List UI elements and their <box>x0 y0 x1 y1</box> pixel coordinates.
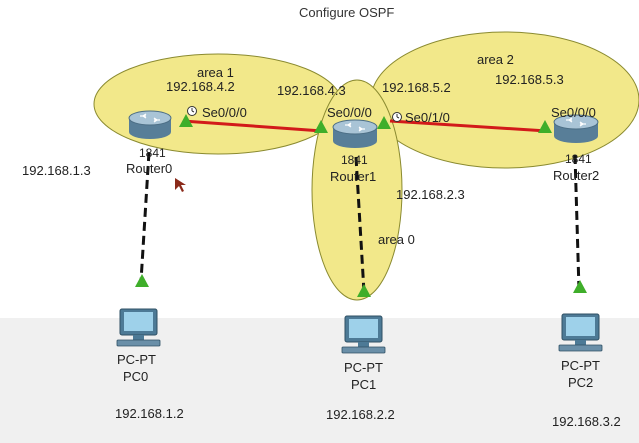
pc1[interactable] <box>341 315 386 354</box>
router0-model: 1841 <box>139 146 166 160</box>
router1-model: 1841 <box>341 153 368 167</box>
r1-interface-label-b: Se0/1/0 <box>405 110 450 125</box>
link-status-indicators <box>135 114 587 297</box>
router2-model: 1841 <box>565 152 592 166</box>
area2-label: area 2 <box>477 52 514 67</box>
r2-interface-label: Se0/0/0 <box>551 105 596 120</box>
pc0[interactable] <box>116 308 161 347</box>
clock-icon <box>392 112 402 122</box>
ethernet-links <box>139 151 581 293</box>
pc1-ip: 192.168.2.2 <box>326 407 395 422</box>
link-up-icon <box>538 120 552 133</box>
link-up-icon <box>179 114 193 127</box>
pc1-type: PC-PT <box>344 360 383 375</box>
router1[interactable] <box>332 119 378 148</box>
link-up-icon <box>377 116 391 129</box>
pc2-name: PC2 <box>568 375 594 390</box>
router0-name: Router0 <box>126 161 173 176</box>
link-up-icon <box>573 280 587 293</box>
r0-serial-ip: 192.168.4.2 <box>166 79 235 94</box>
page-title: Configure OSPF <box>299 5 395 20</box>
r2-serial-ip: 192.168.5.3 <box>495 72 564 87</box>
ethernet-link-r1-pc1[interactable] <box>354 156 366 293</box>
pc2[interactable] <box>558 313 603 352</box>
workspace-bottom-band <box>0 318 639 443</box>
pc2-type: PC-PT <box>561 358 600 373</box>
pc1-name: PC1 <box>351 377 377 392</box>
r0-lan-ip: 192.168.1.3 <box>22 163 91 178</box>
mouse-cursor-icon <box>175 178 186 192</box>
link-up-icon <box>357 284 371 297</box>
link-up-icon <box>135 274 149 287</box>
clock-icon <box>187 106 197 116</box>
r1-serial-ip-a: 192.168.4.3 <box>277 83 346 98</box>
r1-lan-ip: 192.168.2.3 <box>396 187 465 202</box>
router1-name: Router1 <box>330 169 377 184</box>
area1-label: area 1 <box>197 65 234 80</box>
area0-label: area 0 <box>378 232 415 247</box>
r0-interface-label: Se0/0/0 <box>202 105 247 120</box>
ethernet-link-r0-pc0[interactable] <box>139 151 151 282</box>
ethernet-link-r2-pc2[interactable] <box>573 154 581 291</box>
r1-interface-label-a: Se0/0/0 <box>327 105 372 120</box>
serial-links <box>182 119 548 133</box>
router0[interactable] <box>128 110 172 139</box>
pc0-type: PC-PT <box>117 352 156 367</box>
pc0-name: PC0 <box>123 369 149 384</box>
serial-link-r1-r2[interactable] <box>389 119 548 133</box>
dce-clock-icons <box>187 106 402 122</box>
pc2-ip: 192.168.3.2 <box>552 414 621 429</box>
serial-link-r0-r1[interactable] <box>182 119 323 133</box>
router2-name: Router2 <box>553 168 600 183</box>
pc0-ip: 192.168.1.2 <box>115 406 184 421</box>
link-up-icon <box>314 120 328 133</box>
router2[interactable] <box>553 114 599 143</box>
r1-serial-ip-b: 192.168.5.2 <box>382 80 451 95</box>
